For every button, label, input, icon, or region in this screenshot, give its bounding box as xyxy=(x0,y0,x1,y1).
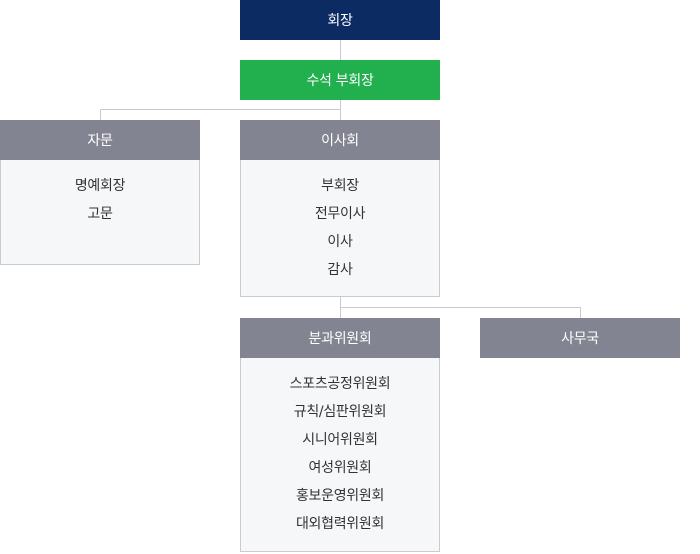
committees-header: 분과위원회 xyxy=(240,318,440,358)
connector-to-secretariat xyxy=(580,307,581,318)
committee-item: 여성위원회 xyxy=(308,460,372,476)
committees-title: 분과위원회 xyxy=(308,331,372,347)
board-item: 감사 xyxy=(327,262,353,278)
connector-horizontal-top xyxy=(100,109,341,110)
board-header: 이사회 xyxy=(240,120,440,160)
advisory-item: 고문 xyxy=(87,206,113,222)
board-item: 부회장 xyxy=(321,178,359,194)
chairman-box: 회장 xyxy=(240,0,440,40)
committee-item: 대외협력위원회 xyxy=(295,516,385,532)
secretariat-label: 사무국 xyxy=(561,331,599,347)
senior-vice-chairman-label: 수석 부회장 xyxy=(306,73,374,89)
advisory-title: 자문 xyxy=(87,133,113,149)
committee-item: 스포츠공정위원회 xyxy=(289,376,391,392)
board-item: 이사 xyxy=(327,234,353,250)
committee-item: 홍보운영위원회 xyxy=(295,488,385,504)
advisory-header: 자문 xyxy=(0,120,200,160)
committee-item: 시니어위원회 xyxy=(302,432,378,448)
connector-horizontal-bottom xyxy=(340,307,581,308)
board-item: 전무이사 xyxy=(314,206,366,222)
committees-panel: 스포츠공정위원회 규칙/심판위원회 시니어위원회 여성위원회 홍보운영위원회 대… xyxy=(240,358,440,552)
senior-vice-chairman-box: 수석 부회장 xyxy=(240,60,440,100)
board-title: 이사회 xyxy=(321,133,359,149)
board-panel: 부회장 전무이사 이사 감사 xyxy=(240,160,440,297)
committee-item: 규칙/심판위원회 xyxy=(293,404,387,420)
secretariat-box: 사무국 xyxy=(480,318,680,358)
chairman-label: 회장 xyxy=(327,13,353,29)
advisory-item: 명예회장 xyxy=(74,178,126,194)
advisory-panel: 명예회장 고문 xyxy=(0,160,200,265)
connector-senior-down xyxy=(340,100,341,120)
connector-to-advisory xyxy=(100,109,101,120)
connector-chairman-to-senior xyxy=(340,40,341,60)
